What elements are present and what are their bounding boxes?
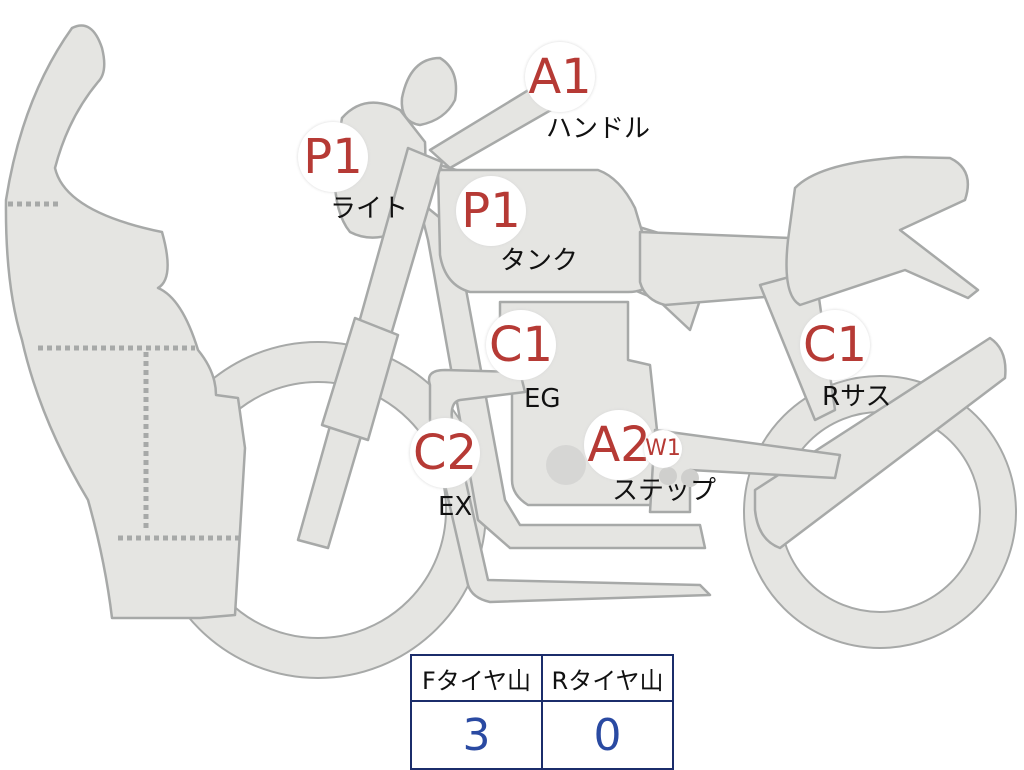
rear-suspension-label: Rサス xyxy=(822,382,892,412)
exhaust-grade-badge: C2 xyxy=(410,418,480,488)
step-label: ステップ xyxy=(612,476,717,506)
rear-tire-value: 0 xyxy=(541,700,674,770)
seat xyxy=(785,155,980,307)
tank-label: タンク xyxy=(500,246,579,276)
exhaust-label: EX xyxy=(438,492,473,522)
engine-grade-badge: C1 xyxy=(486,310,556,380)
rear-tire-header: Rタイヤ山 xyxy=(541,654,674,702)
handle-grade-badge: A1 xyxy=(525,42,595,112)
light-grade-badge: P1 xyxy=(298,122,368,192)
tire-tread-table: Fタイヤ山 Rタイヤ山 3 0 xyxy=(410,654,674,770)
handle-label: ハンドル xyxy=(546,114,651,144)
rear-suspension-grade-badge: C1 xyxy=(800,310,870,380)
mirror xyxy=(400,56,458,127)
engine-label: EG xyxy=(524,384,561,414)
exhaust-pipe xyxy=(427,368,712,604)
fairing xyxy=(4,24,247,620)
step-grade-badge: A2 xyxy=(584,410,654,480)
front-tire-header: Fタイヤ山 xyxy=(410,654,543,702)
step-sub-grade-badge: W1 xyxy=(644,430,682,468)
tank-grade-badge: P1 xyxy=(456,176,526,246)
front-tire-value: 3 xyxy=(410,700,543,770)
light-label: ライト xyxy=(330,194,409,224)
muffler xyxy=(753,336,1007,550)
